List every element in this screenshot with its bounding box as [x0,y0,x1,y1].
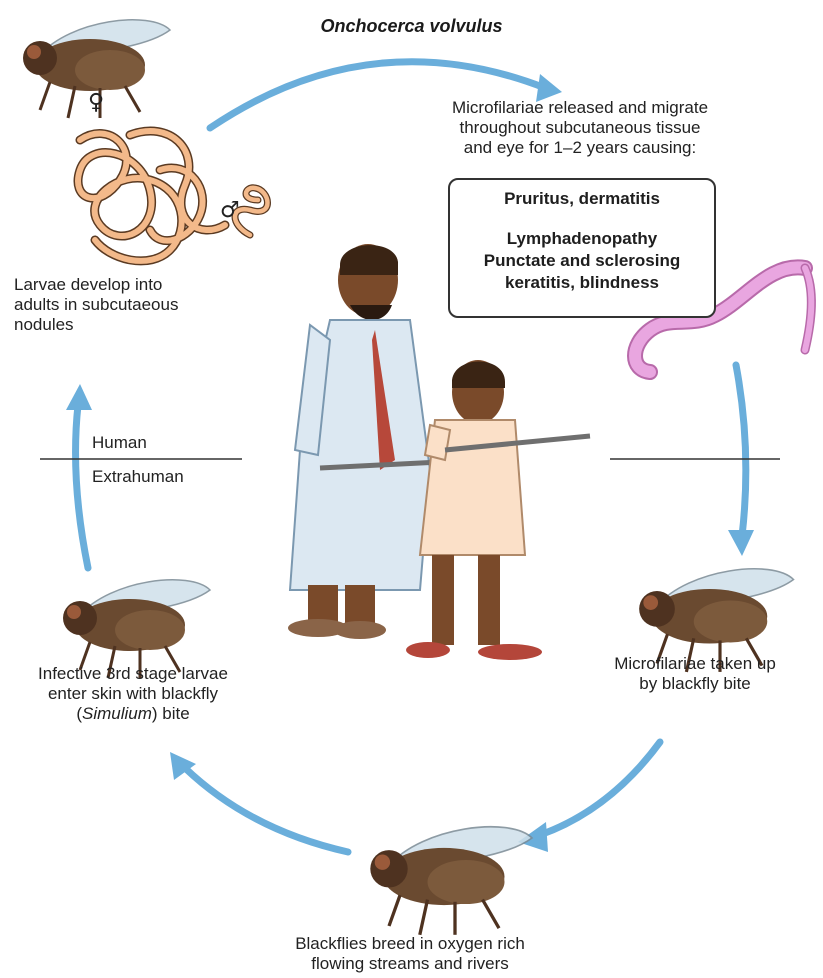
arrow-right [736,365,746,536]
child-figure [406,360,590,660]
adult-figure [288,244,440,639]
label-taken-up: Microfilariae taken up by blackfly bite [585,654,805,694]
arrow-left-head [66,384,92,410]
symptom-line-3: Punctate and sclerosing [450,250,714,272]
infective-text-b: ) bite [152,704,190,723]
symptom-gap [450,210,714,228]
infective-genus: Simulium [82,704,152,723]
arrow-right-head [728,530,754,556]
symptom-line-2: Lymphadenopathy [450,228,714,250]
symptom-line-4: keratitis, blindness [450,272,714,294]
zone-human: Human [92,433,147,453]
label-infective-larvae: Infective 3rd stage larvae enter skin wi… [2,664,264,724]
label-larvae-develop: Larvae develop into adults in subcutaeou… [14,275,254,335]
symptom-line-1: Pruritus, dermatitis [450,188,714,210]
arrow-bottom-right [540,742,660,835]
zone-extrahuman: Extrahuman [92,467,184,487]
arrow-bottom-left [185,768,348,852]
male-symbol: ♂ [220,198,240,223]
adult-worms [78,131,267,261]
label-microfilariae-released: Microfilariae released and migrate throu… [370,98,790,158]
female-symbol: ♀ [88,90,104,115]
blackfly-bottom [370,827,532,935]
symptoms-box: Pruritus, dermatitis Lymphadenopathy Pun… [448,178,716,318]
label-breed: Blackflies breed in oxygen rich flowing … [240,934,580,974]
arrow-left [76,405,88,568]
diagram-title: Onchocerca volvulus [0,16,823,37]
